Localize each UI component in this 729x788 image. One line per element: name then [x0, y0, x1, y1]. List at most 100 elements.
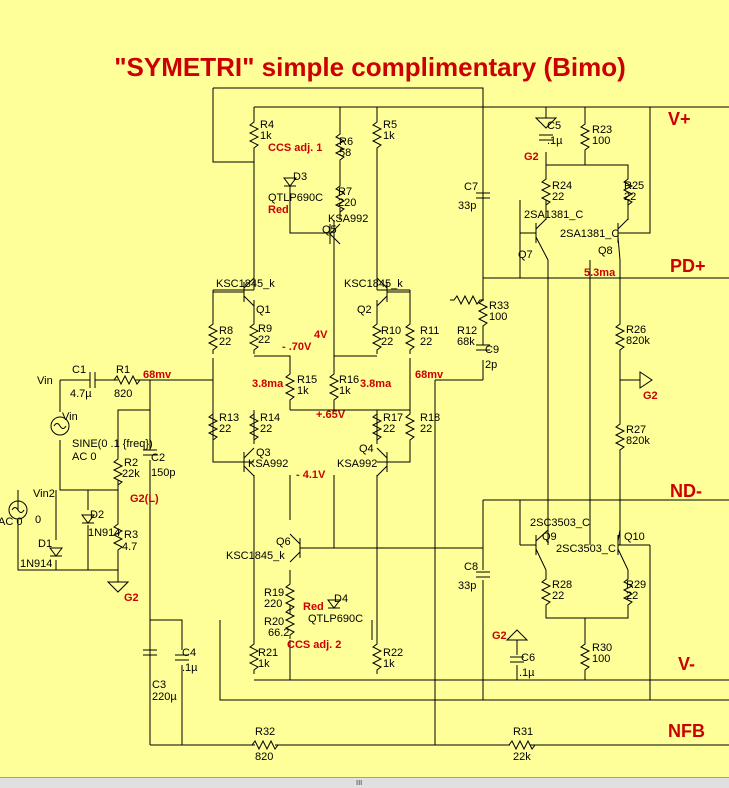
R9-ref: R9 — [258, 323, 272, 335]
R11-ref: R11 — [420, 325, 439, 337]
C2-ref: C2 — [151, 452, 165, 464]
R29-ref: R29 — [626, 579, 646, 591]
R15-value: 1k — [297, 385, 309, 397]
R28-value: 22 — [552, 590, 564, 602]
C4-ref: C4 — [182, 647, 196, 659]
Q9-ref: Q9 — [542, 531, 557, 543]
Q7-value: 2SA1381_C — [524, 209, 583, 221]
Q4-value: KSA992 — [337, 458, 377, 470]
Q1-ref: Q1 — [256, 304, 271, 316]
R26-value: 820k — [626, 335, 650, 347]
R1-ref: R1 — [116, 364, 130, 376]
g2-ground-4: G2 — [492, 630, 507, 642]
R30-value: 100 — [592, 653, 610, 665]
ma-53: 5.3ma — [584, 267, 616, 279]
Q10-value: 2SC3503_C — [556, 543, 616, 555]
R18-ref: R18 — [420, 412, 440, 424]
page-title: "SYMETRI" simple complimentary (Bimo) — [114, 52, 626, 82]
Q3-value: KSA992 — [248, 458, 288, 470]
Q8-value: 2SA1381_C — [560, 228, 619, 240]
R22-value: 1k — [383, 658, 395, 670]
R18-value: 22 — [420, 423, 432, 435]
C9-value: 2p — [485, 359, 497, 371]
led-red-2: Red — [303, 601, 324, 613]
R25-ref: R25 — [624, 180, 644, 192]
D2-ref: D2 — [90, 509, 104, 521]
g2-ground-1: G2 — [124, 592, 139, 604]
diodes — [49, 177, 341, 609]
R17-value: 22 — [383, 423, 395, 435]
R1-value: 820 — [114, 388, 132, 400]
R25-value: 22 — [624, 191, 636, 203]
R30-ref: R30 — [592, 642, 612, 654]
R16-ref: R16 — [339, 374, 359, 386]
R6-value: 58 — [339, 147, 351, 159]
D2-value: 1N914 — [88, 527, 120, 539]
D4-value: QTLP690C — [308, 613, 363, 625]
R29-value: 22 — [626, 590, 638, 602]
C8-ref: C8 — [464, 561, 478, 573]
Q7-ref: Q7 — [518, 249, 533, 261]
R13-ref: R13 — [219, 412, 239, 424]
R33-ref: R33 — [489, 300, 509, 312]
R31-ref: R31 — [513, 726, 533, 738]
R17-ref: R17 — [383, 412, 403, 424]
R3-value: 4.7 — [122, 541, 137, 553]
transistors — [213, 218, 650, 571]
ac-label: AC 0 — [72, 451, 96, 463]
zero-label: 0 — [35, 514, 41, 526]
R4-ref: R4 — [260, 119, 274, 131]
R12-value: 68k — [457, 336, 475, 348]
R8-ref: R8 — [219, 325, 233, 337]
Q9-value: 2SC3503_C — [530, 517, 590, 529]
R24-value: 22 — [552, 191, 564, 203]
D1-ref: D1 — [38, 538, 52, 550]
Q3-ref: Q3 — [256, 447, 271, 459]
rail-ndminus: ND- — [670, 481, 702, 501]
C9-ref: C9 — [485, 344, 499, 356]
R5-ref: R5 — [383, 119, 397, 131]
R31-value: 22k — [513, 751, 531, 763]
sine-label: SINE(0 .1 {freq}) — [72, 438, 153, 450]
R7-value: 220 — [338, 197, 356, 209]
ground-symbols — [106, 117, 653, 641]
voltage-sources — [8, 416, 70, 520]
C5-value: .1µ — [547, 135, 563, 147]
R2-ref: R2 — [124, 457, 138, 469]
R4-value: 1k — [260, 130, 272, 142]
R23-ref: R23 — [592, 124, 612, 136]
R26-ref: R26 — [626, 324, 646, 336]
Q2-ref: Q2 — [357, 304, 372, 316]
R20-ref: R20 — [264, 616, 284, 628]
C3-ref: C3 — [152, 679, 166, 691]
Q10-ref: Q10 — [624, 531, 645, 543]
ccs-adj-2: CCS adj. 2 — [287, 639, 341, 651]
g2-ground-3: G2 — [643, 390, 658, 402]
Q4-ref: Q4 — [359, 443, 374, 455]
R8-value: 22 — [219, 336, 231, 348]
led-red-1: Red — [268, 204, 289, 216]
R10-ref: R10 — [381, 325, 401, 337]
Q6-value: KSC1845_k — [226, 550, 285, 562]
R14-ref: R14 — [260, 412, 280, 424]
R19-ref: R19 — [264, 587, 284, 599]
v-065: +.65V — [316, 409, 346, 421]
R19-value: 220 — [264, 598, 282, 610]
scrollbar-grip-icon[interactable]: III — [356, 779, 363, 787]
Q8-ref: Q8 — [598, 245, 613, 257]
g2-ground-2: G2 — [524, 151, 539, 163]
ma-38-right: 3.8ma — [360, 378, 392, 390]
Q5-value: KSA992 — [328, 213, 368, 225]
Q1-value: KSC1845_k — [216, 278, 275, 290]
R9-value: 22 — [258, 334, 270, 346]
D3-ref: D3 — [293, 171, 307, 183]
R2-value: 22k — [122, 468, 140, 480]
v-070: - .70V — [282, 341, 312, 353]
R20-value: 66.2 — [268, 627, 289, 639]
R21-ref: R21 — [258, 647, 278, 659]
R32-ref: R32 — [255, 726, 275, 738]
R27-value: 820k — [626, 435, 650, 447]
horizontal-scrollbar[interactable]: III — [0, 777, 729, 788]
vin2-label: Vin2 — [33, 488, 55, 500]
